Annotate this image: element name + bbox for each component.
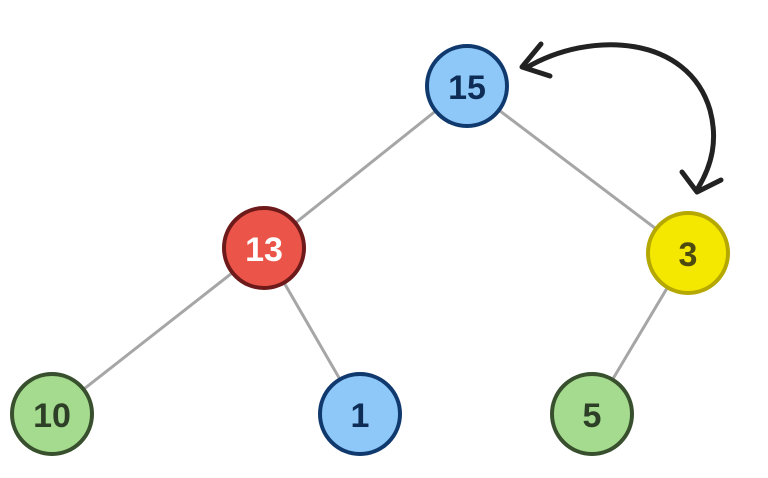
node-label: 5 — [583, 397, 602, 435]
tree-node-13: 13 — [222, 206, 306, 290]
tree-node-10: 10 — [10, 372, 94, 456]
node-circle — [425, 44, 509, 128]
node-label: 13 — [245, 231, 283, 269]
edge-n15-n3 — [466, 84, 689, 255]
tree-node-1: 1 — [318, 372, 402, 456]
edges — [51, 84, 690, 416]
swap-arrow — [519, 41, 724, 195]
node-label: 10 — [33, 397, 71, 435]
node-label: 15 — [448, 69, 486, 107]
node-circle — [646, 211, 730, 295]
edge-n15-n13 — [263, 84, 468, 250]
node-circle — [318, 372, 402, 456]
tree-node-5: 5 — [550, 372, 634, 456]
tree-node-15: 15 — [425, 44, 509, 128]
node-label: 1 — [351, 397, 370, 435]
tree-node-3: 3 — [646, 211, 730, 295]
edge-n13-n10 — [51, 246, 265, 416]
swap-arrow-curve — [523, 42, 717, 191]
node-circle — [10, 372, 94, 456]
arrow-head-bottom — [679, 169, 724, 195]
node-circle — [222, 206, 306, 290]
arrow-head-top — [519, 41, 553, 79]
node-circle — [550, 372, 634, 456]
node-label: 3 — [679, 236, 698, 274]
